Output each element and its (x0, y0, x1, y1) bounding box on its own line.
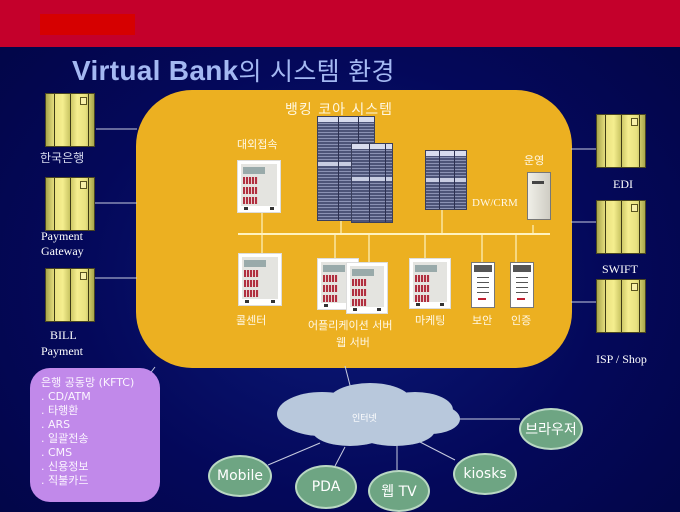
operation-tower-icon (527, 172, 551, 220)
kftc-item: . CD/ATM (41, 390, 91, 403)
label-app-server: 어플리케이션 서버 (308, 319, 393, 332)
label-call-center: 콜센터 (236, 314, 267, 327)
page-title: Virtual Bank의 시스템 환경 (72, 52, 395, 88)
label-external-access: 대외접속 (237, 138, 278, 151)
label-payment-gateway-2: Gateway (41, 244, 84, 258)
kftc-item: . 신용정보 (41, 460, 89, 473)
client-pda: PDA (295, 465, 357, 509)
kftc-network-box (30, 368, 160, 502)
client-web-tv: 웹 TV (368, 470, 430, 512)
top-banner (0, 0, 680, 47)
label-dw-crm: DW/CRM (472, 197, 518, 209)
client-mobile: Mobile (208, 455, 272, 497)
kftc-title: 은행 공동망 (KFTC) (41, 376, 135, 389)
title-korean: 의 시스템 환경 (238, 57, 395, 86)
label-isp-shop: ISP / Shop (596, 352, 647, 366)
core-system-title: 뱅킹 코아 시스템 (285, 102, 394, 118)
kftc-item: . 타행환 (41, 404, 79, 417)
label-operation: 운영 (524, 154, 545, 167)
marketing-server-icon (409, 258, 451, 309)
label-marketing: 마케팅 (415, 314, 446, 327)
title-english: Virtual Bank (72, 55, 239, 86)
server-icon-bill-payment (45, 268, 95, 322)
client-browser: 브라우저 (519, 408, 583, 450)
web-server-icon (346, 262, 388, 314)
label-bill-payment-2: Payment (41, 344, 83, 358)
server-icon-edi (596, 114, 646, 168)
internet-cloud (277, 383, 460, 446)
server-icon-payment-gateway (45, 177, 95, 231)
label-auth: 인증 (511, 314, 532, 327)
kftc-item: . ARS (41, 418, 71, 431)
label-security: 보안 (472, 314, 493, 327)
label-bill-payment-1: BILL (50, 328, 77, 342)
label-bank-of-korea: 한국은행 (40, 151, 85, 165)
call-center-server-icon (238, 253, 282, 306)
external-access-server-icon (237, 160, 281, 213)
logo-block (40, 14, 135, 35)
kftc-item: . CMS (41, 446, 73, 459)
kftc-item: . 직불카드 (41, 474, 89, 487)
auth-rack-icon (510, 262, 534, 308)
internet-label: 인터넷 (352, 414, 377, 424)
dw-crm-rack-icon (425, 150, 467, 210)
client-kiosks: kiosks (453, 453, 517, 495)
server-icon-isp-shop (596, 279, 646, 333)
label-edi: EDI (613, 177, 633, 191)
label-web-server: 웹 서버 (336, 336, 370, 349)
security-rack-icon (471, 262, 495, 308)
label-swift: SWIFT (602, 262, 638, 276)
server-icon-swift (596, 200, 646, 254)
kftc-item: . 일괄전송 (41, 432, 89, 445)
server-icon-bok (45, 93, 95, 147)
mainframe-rack-icon-2 (351, 143, 393, 223)
label-payment-gateway-1: Payment (41, 229, 83, 243)
